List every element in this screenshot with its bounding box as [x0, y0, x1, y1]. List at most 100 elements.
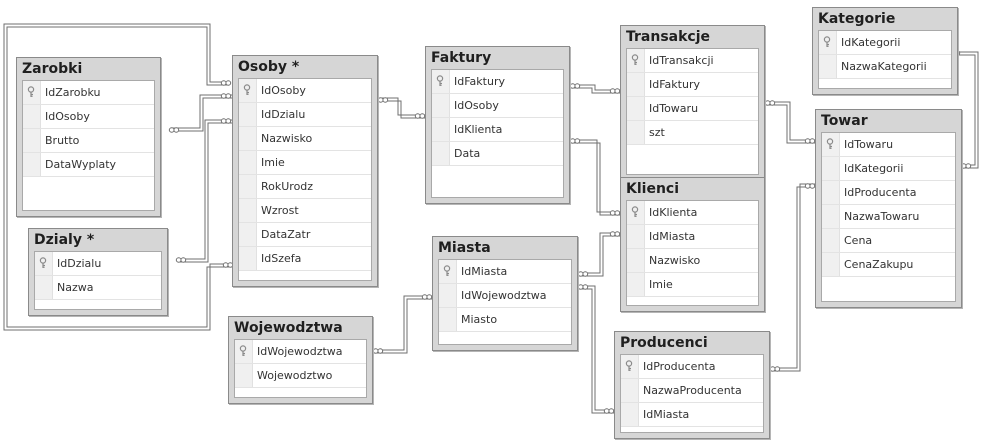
- column-row[interactable]: DataZatr: [239, 223, 371, 247]
- column-row[interactable]: Data: [432, 142, 563, 166]
- column-name: IdOsoby: [454, 99, 499, 112]
- column-name: NazwaKategorii: [841, 60, 927, 73]
- row-selector: [239, 79, 257, 102]
- column-name: Data: [454, 147, 481, 160]
- key-icon: [26, 86, 36, 102]
- column-row[interactable]: Nazwisko: [239, 127, 371, 151]
- column-name: IdOsoby: [261, 84, 306, 97]
- column-row[interactable]: IdOsoby: [432, 94, 563, 118]
- column-name: IdTowaru: [649, 102, 699, 115]
- row-selector: [35, 276, 53, 299]
- column-row[interactable]: IdOsoby: [23, 105, 154, 129]
- column-row[interactable]: IdTowaru: [822, 133, 955, 157]
- column-name: Nazwa: [57, 281, 94, 294]
- infinity-icon: [175, 257, 187, 263]
- row-selector: [439, 308, 457, 331]
- column-row[interactable]: IdDzialu: [35, 252, 161, 276]
- column-row[interactable]: DataWyplaty: [23, 153, 154, 177]
- rel-miasta-producenci: [578, 285, 614, 411]
- row-selector: [239, 127, 257, 150]
- column-row[interactable]: IdSzefa: [239, 247, 371, 271]
- column-name: IdProducenta: [643, 360, 716, 373]
- column-name: IdWojewodztwa: [257, 345, 343, 358]
- column-row[interactable]: NazwaTowaru: [822, 205, 955, 229]
- column-row[interactable]: IdDzialu: [239, 103, 371, 127]
- column-row[interactable]: IdProducenta: [621, 355, 763, 379]
- column-row[interactable]: IdKlienta: [432, 118, 563, 142]
- column-row[interactable]: RokUrodz: [239, 175, 371, 199]
- column-row[interactable]: IdWojewodztwa: [235, 340, 366, 364]
- column-row[interactable]: IdTransakcji: [627, 49, 758, 73]
- rel-osoby-faktury: [378, 97, 425, 116]
- column-row[interactable]: Miasto: [439, 308, 571, 332]
- row-selector: [627, 273, 645, 296]
- column-name: IdOsoby: [45, 110, 90, 123]
- row-selector: [439, 260, 457, 283]
- column-row[interactable]: Nazwa: [35, 276, 161, 300]
- column-row[interactable]: Wojewodztwo: [235, 364, 366, 388]
- column-row[interactable]: Imie: [627, 273, 758, 297]
- row-selector: [23, 129, 41, 152]
- column-row[interactable]: Brutto: [23, 129, 154, 153]
- column-row[interactable]: IdMiasta: [621, 403, 763, 427]
- row-selector: [432, 118, 450, 141]
- key-icon: [825, 138, 835, 154]
- column-row[interactable]: Cena: [822, 229, 955, 253]
- row-selector: [35, 252, 53, 275]
- infinity-icon: [421, 294, 433, 300]
- column-row[interactable]: CenaZakupu: [822, 253, 955, 277]
- infinity-icon: [603, 408, 615, 414]
- row-selector: [23, 81, 41, 104]
- column-name: CenaZakupu: [844, 258, 914, 271]
- row-selector: [23, 153, 41, 176]
- row-selector: [627, 121, 645, 144]
- column-row[interactable]: IdWojewodztwa: [439, 284, 571, 308]
- column-row[interactable]: NazwaProducenta: [621, 379, 763, 403]
- column-row[interactable]: IdFaktury: [432, 70, 563, 94]
- column-name: IdZarobku: [45, 86, 101, 99]
- column-row[interactable]: IdZarobku: [23, 81, 154, 105]
- column-name: IdKategorii: [844, 162, 904, 175]
- column-name: RokUrodz: [261, 180, 314, 193]
- column-row[interactable]: IdKategorii: [819, 31, 951, 55]
- column-row[interactable]: NazwaKategorii: [819, 55, 951, 79]
- column-name: IdWojewodztwa: [461, 289, 547, 302]
- column-name: Nazwisko: [649, 254, 701, 267]
- column-row[interactable]: IdKategorii: [822, 157, 955, 181]
- column-row[interactable]: IdFaktury: [627, 73, 758, 97]
- column-row[interactable]: Nazwisko: [627, 249, 758, 273]
- column-row[interactable]: Wzrost: [239, 199, 371, 223]
- column-row[interactable]: IdKlienta: [627, 201, 758, 225]
- column-row[interactable]: Imie: [239, 151, 371, 175]
- column-row[interactable]: IdMiasta: [627, 225, 758, 249]
- infinity-icon: [372, 348, 384, 354]
- column-name: IdTransakcji: [649, 54, 714, 67]
- column-row[interactable]: IdMiasta: [439, 260, 571, 284]
- column-row[interactable]: szt: [627, 121, 758, 145]
- column-name: NazwaProducenta: [643, 384, 742, 397]
- infinity-icon: [609, 88, 621, 94]
- column-row[interactable]: IdProducenta: [822, 181, 955, 205]
- column-row[interactable]: IdTowaru: [627, 97, 758, 121]
- row-selector: [235, 340, 253, 363]
- column-name: NazwaTowaru: [844, 210, 920, 223]
- rel-miasta-klienci: [578, 232, 620, 274]
- column-row[interactable]: IdOsoby: [239, 79, 371, 103]
- table-title: Dzialy *: [34, 232, 95, 248]
- row-selector: [235, 364, 253, 387]
- infinity-icon: [769, 366, 781, 372]
- row-selector: [822, 229, 840, 252]
